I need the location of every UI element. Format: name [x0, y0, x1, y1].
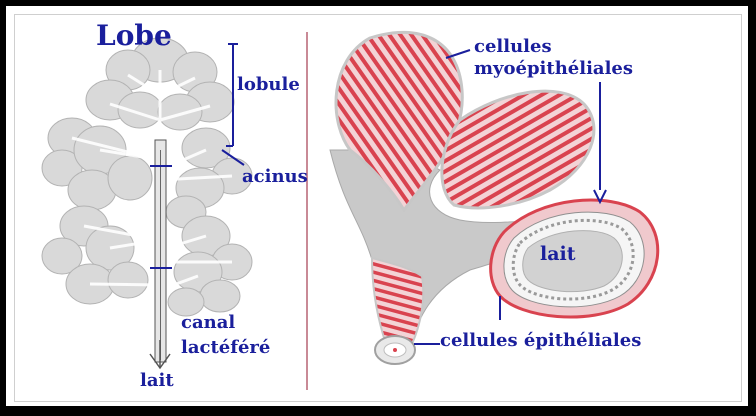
acinus-middle [442, 91, 594, 208]
label-lait-outflow: lait [140, 372, 174, 390]
milk-outflow-arrow [150, 340, 170, 368]
label-myoepithelial-line1: cellules [474, 38, 552, 56]
label-acinus: acinus [242, 168, 308, 186]
label-lactefere: lactéféré [181, 339, 270, 357]
label-canal: canal [181, 314, 235, 332]
label-myoepithelial-line2: myoépithéliales [474, 60, 633, 78]
label-lobule: lobule [237, 76, 300, 94]
label-lobe: Lobe [96, 22, 172, 50]
label-lait-acinus: lait [540, 245, 576, 264]
duct-cross-section [375, 336, 415, 364]
label-epithelial-cells: cellules épithéliales [440, 332, 641, 350]
